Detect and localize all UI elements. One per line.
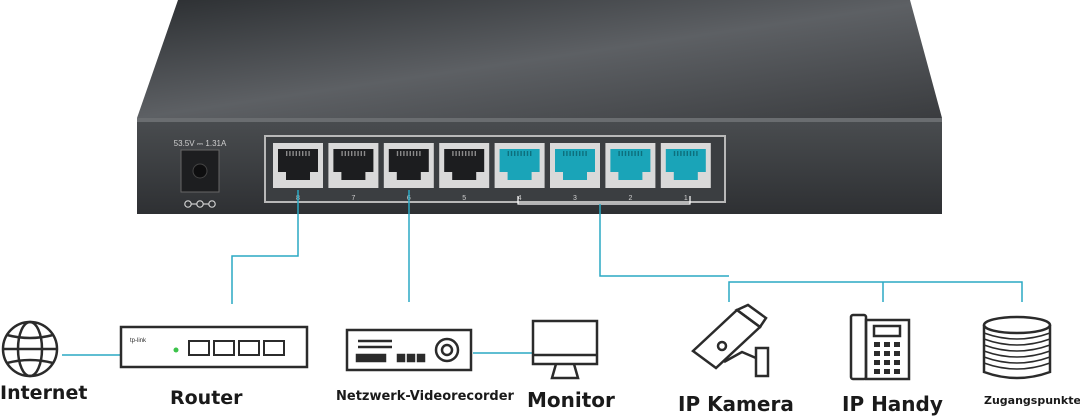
- polarity-icon: [184, 200, 216, 208]
- port-number-2: 2: [628, 195, 632, 202]
- rj45-port-2: 2: [605, 143, 656, 202]
- label-ip-camera: IP Kamera: [678, 392, 794, 416]
- poe-bracket: [517, 196, 691, 205]
- globe-icon: [1, 320, 59, 378]
- label-ip-phone: IP Handy: [842, 392, 943, 416]
- camera-icon: [691, 303, 770, 378]
- port-number-5: 5: [462, 195, 466, 202]
- label-nvr: Netzwerk-Videorecorder: [336, 389, 514, 404]
- rj45-port-8: 8: [273, 143, 323, 202]
- power-jack-socket: [192, 163, 208, 179]
- router-logo: tp-link: [130, 338, 147, 344]
- rj45-port-4: 4: [494, 143, 545, 202]
- rj45-port-5: 5: [439, 143, 490, 202]
- power-rating: 53.5V ⎓ 1.31A: [174, 139, 227, 148]
- label-internet: Internet: [0, 382, 88, 404]
- port-number-3: 3: [573, 195, 577, 202]
- port-number-4: 4: [518, 195, 522, 202]
- rj45-port-3: 3: [550, 143, 600, 202]
- label-monitor: Monitor: [527, 388, 615, 412]
- label-router: Router: [170, 387, 243, 409]
- nvr-icon: [345, 328, 473, 372]
- port-number-7: 7: [351, 195, 355, 202]
- router-icon: tp-link: [119, 325, 309, 369]
- phone-icon: [849, 313, 911, 381]
- rj45-port-7: 7: [328, 143, 379, 202]
- connection-lines: [62, 190, 1023, 356]
- access-point-icon: [982, 315, 1052, 380]
- rj45-port-6: 6: [383, 143, 434, 202]
- rj45-port-1: 1: [660, 143, 711, 202]
- label-access-points: Zugangspunkte: [984, 394, 1080, 407]
- port-number-1: 1: [684, 195, 688, 202]
- monitor-icon: [531, 319, 599, 380]
